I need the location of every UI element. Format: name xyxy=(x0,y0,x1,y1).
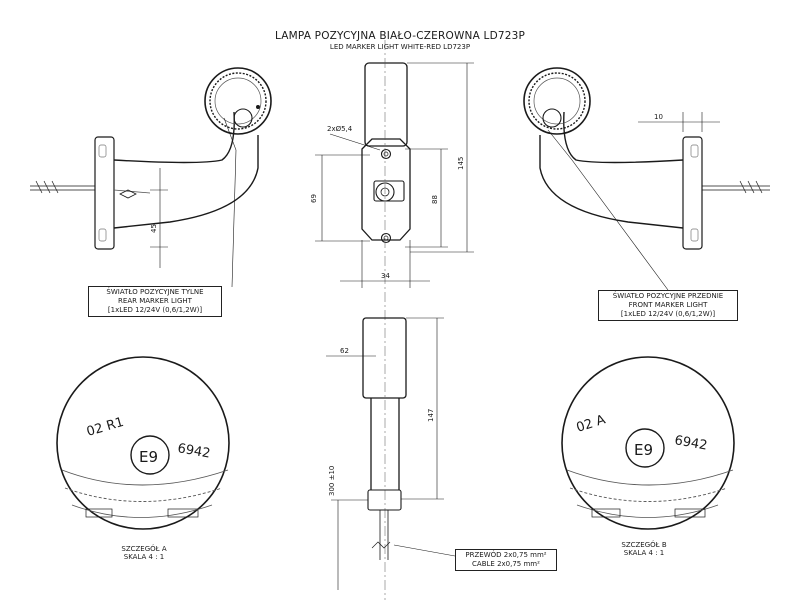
detail-b-caption: SZCZEGÓŁ B SKALA 4 : 1 xyxy=(604,541,684,557)
detail-a-caption: SZCZEGÓŁ A SKALA 4 : 1 xyxy=(104,545,184,561)
cable-callout-line-2: CABLE 2x0,75 mm² xyxy=(472,560,540,568)
detail-b-marking-e: E9 xyxy=(634,441,653,459)
dim-300-label: 300 ±10 xyxy=(328,466,336,496)
cable-callout-line-1: PRZEWÓD 2x0,75 mm² xyxy=(465,551,547,559)
detail-a-caption-title: SZCZEGÓŁ A xyxy=(121,545,167,553)
front-callout-line-1: ŚWIATŁO POZYCYJNE PRZEDNIE xyxy=(612,292,724,300)
detail-a-marking-right: 6942 xyxy=(176,441,211,462)
dim-147-label: 147 xyxy=(427,409,435,422)
detail-a-marking-e: E9 xyxy=(139,448,158,466)
drawing-title: LAMPA POZYCYJNA BIAŁO-CZEROWNA LD723P xyxy=(274,30,526,42)
dim-69-label: 69 xyxy=(310,194,318,203)
rear-callout-line-2: REAR MARKER LIGHT xyxy=(118,297,192,305)
detail-b-caption-scale: SKALA 4 : 1 xyxy=(623,549,665,557)
cable-callout: PRZEWÓD 2x0,75 mm² CABLE 2x0,75 mm² xyxy=(455,549,557,571)
rear-marker-callout: ŚWIATŁO POZYCYJNE TYLNE REAR MARKER LIGH… xyxy=(88,286,222,317)
drawing-subtitle: LED MARKER LIGHT WHITE-RED LD723P xyxy=(329,43,471,51)
detail-b-marking-right: 6942 xyxy=(673,433,708,454)
detail-a xyxy=(56,356,230,530)
dim-34-label: 34 xyxy=(381,272,390,280)
dim-holes-label: 2xØ5,4 xyxy=(327,125,353,133)
detail-a-marking-left: 02 R1 xyxy=(85,415,126,440)
detail-b-caption-title: SZCZEGÓŁ B xyxy=(621,541,667,549)
front-callout-line-3: [1xLED 12/24V (0,6/1,2W)] xyxy=(620,310,716,318)
detail-b-marking-left: 02 A xyxy=(575,412,608,435)
dim-62-label: 62 xyxy=(340,347,349,355)
dim-145-label: 145 xyxy=(457,157,465,170)
detail-a-caption-scale: SKALA 4 : 1 xyxy=(123,553,165,561)
dim-10-label: 10 xyxy=(654,113,663,121)
front-side-view xyxy=(523,67,770,291)
bottom-side-view xyxy=(326,317,456,590)
front-marker-callout: ŚWIATŁO POZYCYJNE PRZEDNIE FRONT MARKER … xyxy=(598,290,738,321)
rear-callout-line-1: ŚWIATŁO POZYCYJNE TYLNE xyxy=(106,288,204,296)
dim-88-label: 88 xyxy=(431,195,439,204)
rear-callout-line-3: [1xLED 12/24V (0,6/1,2W)] xyxy=(107,306,203,314)
rear-side-view xyxy=(30,67,272,288)
front-callout-line-2: FRONT MARKER LIGHT xyxy=(628,301,708,309)
detail-b xyxy=(561,356,735,530)
dim-45-label: 45 xyxy=(150,224,158,233)
front-view xyxy=(315,40,474,600)
